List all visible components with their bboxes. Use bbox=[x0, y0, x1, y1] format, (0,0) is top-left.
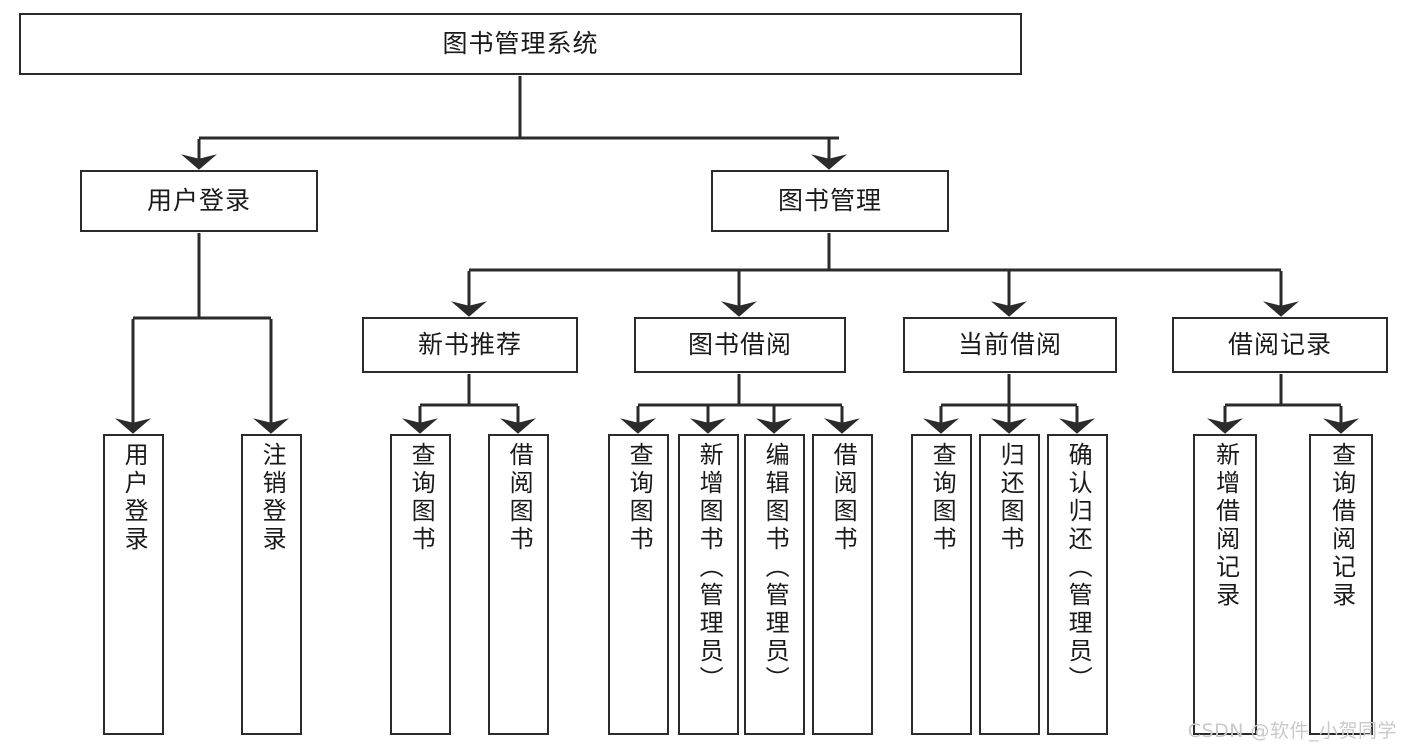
node-new-book-recommendation[interactable]: 新书推荐 bbox=[362, 317, 578, 373]
node-book-borrowing[interactable]: 图书借阅 bbox=[634, 317, 846, 373]
leaf-current-return-books[interactable]: 归还图书 bbox=[979, 434, 1040, 735]
leaf-borrow-query-books[interactable]: 查询图书 bbox=[608, 434, 669, 735]
node-label: 新增图书（管理员） bbox=[695, 442, 724, 694]
node-label: 图书管理 bbox=[777, 185, 882, 215]
node-label: 查询图书 bbox=[928, 442, 957, 554]
leaf-current-confirm-return-admin[interactable]: 确认归还（管理员） bbox=[1047, 434, 1108, 735]
node-label: 查询图书 bbox=[407, 442, 436, 554]
node-label: 编辑图书（管理员） bbox=[761, 442, 790, 694]
node-user-login[interactable]: 用户登录 bbox=[80, 170, 318, 232]
node-label: 确认归还（管理员） bbox=[1064, 442, 1093, 694]
node-label: 用户登录 bbox=[120, 442, 149, 554]
node-label: 借阅记录 bbox=[1227, 329, 1332, 359]
node-label: 借阅图书 bbox=[829, 442, 858, 554]
node-label: 查询借阅记录 bbox=[1327, 442, 1356, 610]
node-label: 注销登录 bbox=[258, 442, 287, 554]
node-label: 图书借阅 bbox=[687, 329, 792, 359]
node-label: 借阅图书 bbox=[505, 442, 534, 554]
leaf-borrow-borrow-books[interactable]: 借阅图书 bbox=[812, 434, 873, 735]
node-label: 新增借阅记录 bbox=[1211, 442, 1240, 610]
node-book-management[interactable]: 图书管理 bbox=[711, 170, 949, 232]
node-label: 新书推荐 bbox=[417, 329, 522, 359]
node-label: 用户登录 bbox=[146, 185, 251, 215]
leaf-borrow-edit-book-admin[interactable]: 编辑图书（管理员） bbox=[744, 434, 805, 735]
node-label: 图书管理系统 bbox=[442, 28, 599, 58]
leaf-new-book-query-books[interactable]: 查询图书 bbox=[390, 434, 451, 735]
node-borrow-records[interactable]: 借阅记录 bbox=[1172, 317, 1388, 373]
leaf-current-query-books[interactable]: 查询图书 bbox=[911, 434, 972, 735]
node-label: 当前借阅 bbox=[957, 329, 1062, 359]
leaf-records-query-record[interactable]: 查询借阅记录 bbox=[1309, 434, 1373, 735]
node-label: 归还图书 bbox=[996, 442, 1025, 554]
node-current-borrowing[interactable]: 当前借阅 bbox=[903, 317, 1117, 373]
leaf-user-login-login[interactable]: 用户登录 bbox=[103, 434, 164, 735]
leaf-new-book-borrow-books[interactable]: 借阅图书 bbox=[488, 434, 549, 735]
node-root-book-management-system[interactable]: 图书管理系统 bbox=[19, 13, 1022, 75]
leaf-borrow-add-book-admin[interactable]: 新增图书（管理员） bbox=[678, 434, 739, 735]
leaf-user-login-logout[interactable]: 注销登录 bbox=[241, 434, 302, 735]
leaf-records-add-record[interactable]: 新增借阅记录 bbox=[1193, 434, 1257, 735]
node-label: 查询图书 bbox=[625, 442, 654, 554]
